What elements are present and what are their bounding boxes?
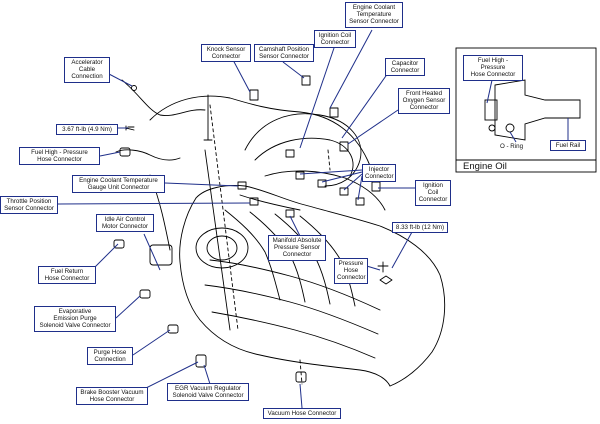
- label-torque-1: 3.67 ft-lb (4.9 Nm): [56, 124, 118, 136]
- conn-map: [285, 209, 295, 218]
- inset-frame: [455, 47, 597, 173]
- conn-coil-1: [285, 149, 295, 158]
- inset-fitting: [484, 99, 498, 121]
- leader-gauge: [164, 182, 239, 187]
- label-purge-hose: Purge Hose Connection: [87, 347, 133, 366]
- leader-egr: [203, 364, 211, 385]
- inset-engine-oil: [455, 47, 597, 173]
- label-ignition-coil-right: Ignition Coil Connector: [415, 180, 451, 206]
- intake-manifold-lower: [179, 197, 391, 387]
- leader-torque-2: [391, 231, 413, 269]
- mounting-rod: [203, 94, 231, 331]
- manifold-rib-2: [204, 284, 379, 335]
- label-vacuum-hose: Vacuum Hose Connector: [263, 408, 341, 420]
- conn-inj-3: [339, 187, 349, 196]
- leader-inset-o-ring: [509, 131, 517, 143]
- label-fuel-high-pressure-left: Fuel High - Pressure Hose Connector: [19, 147, 100, 166]
- idle-air-motor: [149, 244, 173, 266]
- label-inset-fuel-high-pressure: Fuel High - Pressure Hose Connector: [463, 55, 523, 81]
- label-knock-sensor: Knock Sensor Connector: [201, 44, 251, 63]
- inset-bolt: [488, 124, 496, 132]
- alignment-line-3: [327, 149, 331, 171]
- conn-oxygen: [339, 141, 349, 152]
- manifold-rib-1: [209, 259, 381, 311]
- label-idle-air: Idle Air Control Motor Connector: [96, 214, 154, 233]
- leader-camshaft: [282, 61, 305, 79]
- leader-fuel-return: [91, 243, 119, 271]
- leader-knock: [231, 57, 251, 93]
- alignment-line-1: [209, 104, 239, 331]
- throttle-bore: [206, 235, 238, 261]
- conn-inj-2: [317, 179, 327, 188]
- leader-idle-air: [143, 233, 161, 271]
- pressure-hose-fitting: [379, 275, 393, 285]
- label-gauge-unit: Engine Coolant Temperature Gauge Unit Co…: [72, 175, 165, 194]
- inset-fuel-rail-shape: [494, 79, 581, 141]
- leader-purge: [132, 329, 171, 356]
- fuel-hose-left: [115, 149, 181, 161]
- leader-oxygen: [347, 109, 399, 145]
- label-brake-booster: Brake Booster Vacuum Hose Connector: [76, 387, 148, 406]
- accelerator-cable-end: [131, 85, 137, 91]
- purge-hose-part: [167, 324, 179, 334]
- conn-coil-right: [371, 181, 381, 192]
- leader-throttle: [57, 202, 251, 205]
- runner-1: [224, 209, 281, 301]
- leader-accelerator: [108, 73, 133, 87]
- label-egr-valve: EGR Vacuum Regulator Solenoid Valve Conn…: [167, 383, 249, 402]
- label-camshaft-sensor: Camshaft Position Sensor Connector: [254, 44, 314, 63]
- conn-inj-4: [355, 197, 365, 206]
- label-map-sensor: Manifold Absolute Pressure Sensor Connec…: [268, 235, 326, 261]
- leader-inj-2: [321, 171, 363, 183]
- label-throttle-position: Throttle Position Sensor Connector: [0, 196, 58, 215]
- accelerator-cable: [121, 79, 206, 117]
- leader-lines: [57, 29, 569, 409]
- leader-coolant-top: [329, 29, 373, 109]
- brake-booster-part: [195, 354, 207, 368]
- intake-manifold-outline: [195, 185, 446, 387]
- inset-o-ring-shape: [505, 123, 515, 133]
- label-evap-purge: Evaporative Emission Purge Solenoid Valv…: [34, 306, 116, 332]
- throttle-body: [195, 227, 249, 269]
- leader-evap: [115, 295, 141, 319]
- label-inset-fuel-rail: Fuel Rail: [550, 140, 586, 152]
- hose-loop-upper: [149, 95, 376, 183]
- conn-knock: [249, 89, 259, 101]
- harness-loop-2: [254, 137, 354, 177]
- label-accelerator-cable: Accelerator Cable Connection: [64, 57, 110, 83]
- label-ignition-coil-top: Ignition Coil Connector: [314, 30, 356, 49]
- leader-inj-1: [299, 169, 363, 175]
- harness-branch: [239, 194, 301, 211]
- evap-valve-part: [139, 289, 151, 299]
- leader-inj-3: [343, 173, 363, 191]
- leader-vacuum: [299, 383, 303, 409]
- leader-inj-4: [357, 175, 363, 201]
- fuel-return-fitting: [113, 239, 125, 249]
- manifold-rib-3: [211, 311, 376, 359]
- label-capacitor: Capacitor Connector: [385, 58, 425, 77]
- label-pressure-hose: Pressure Hose Connector: [334, 258, 368, 284]
- label-fuel-return: Fuel Return Hose Connector: [38, 266, 96, 285]
- label-oxygen-sensor: Front Heated Oxygen Sensor Connector: [398, 88, 450, 114]
- label-inset-title: Engine Oil: [463, 161, 507, 172]
- leader-capacitor: [341, 72, 389, 139]
- harness-loop-3: [264, 170, 386, 211]
- pressure-hose-bolt: [377, 261, 389, 273]
- conn-tps: [249, 197, 259, 206]
- conn-camshaft: [301, 75, 311, 86]
- conn-inj-1: [295, 171, 305, 180]
- label-torque-2: 8.33 ft-lb (12 Nm): [392, 222, 448, 234]
- leader-map: [289, 215, 301, 237]
- label-inset-o-ring: O - Ring: [500, 143, 524, 150]
- vacuum-hose-part: [295, 371, 307, 383]
- leader-coil-top: [299, 47, 335, 149]
- label-injector: Injector Connector: [362, 164, 396, 183]
- leader-brake: [137, 361, 199, 393]
- conn-coil-top: [329, 107, 339, 118]
- leader-fuel-high: [99, 151, 121, 157]
- fuel-hose-fitting: [119, 147, 131, 157]
- harness-loop-1: [244, 113, 362, 187]
- label-coolant-sensor-top: Engine Coolant Temperature Sensor Connec…: [345, 2, 403, 28]
